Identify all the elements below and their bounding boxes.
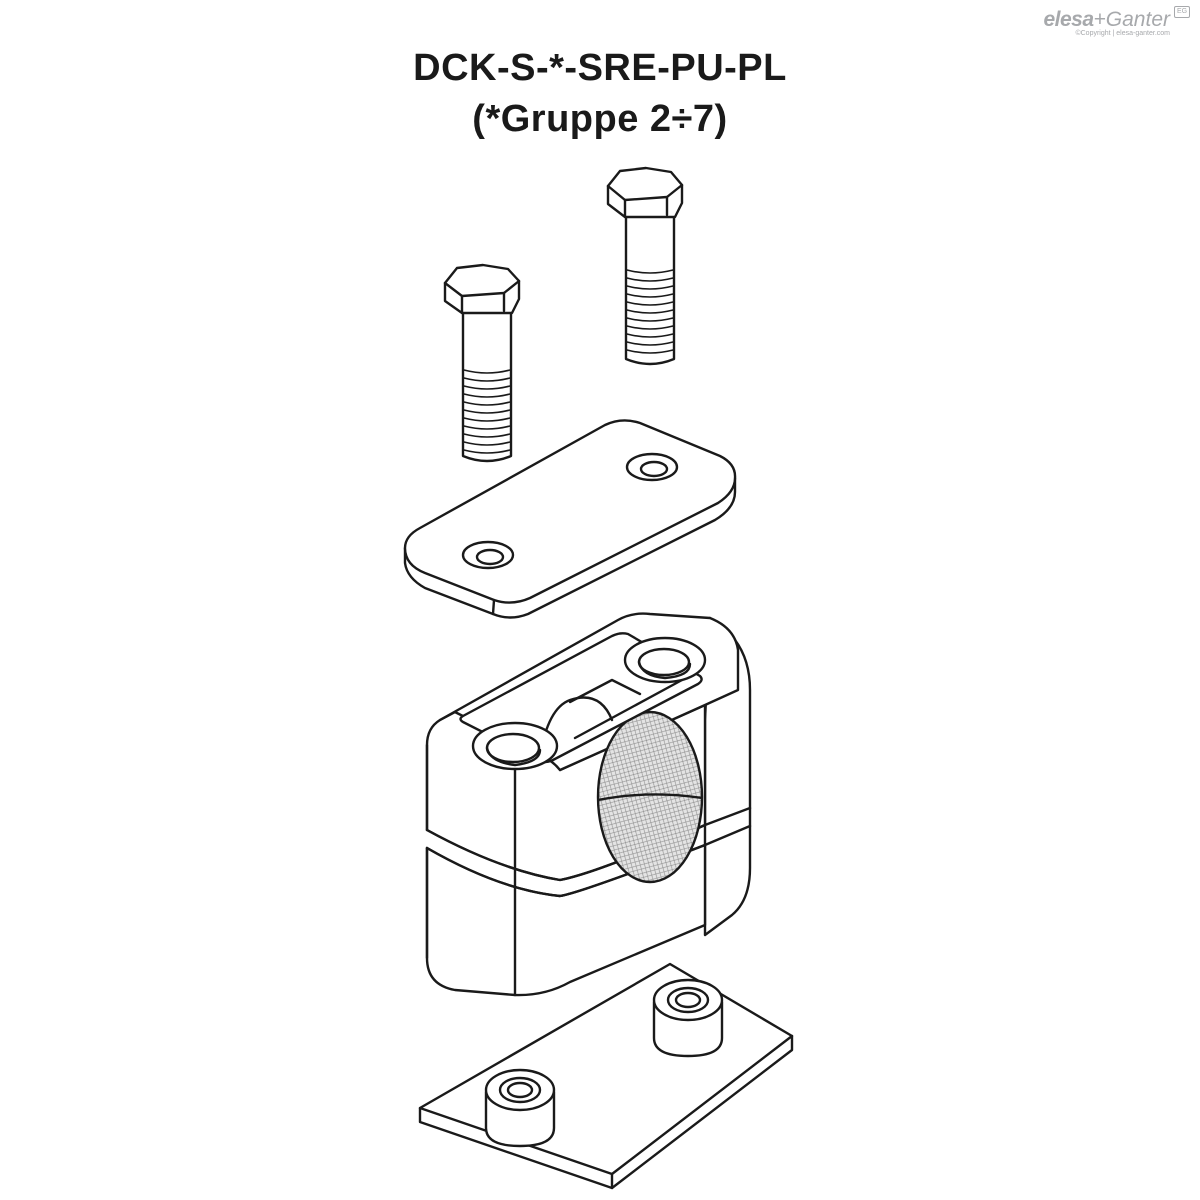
brand-name-part1: elesa <box>1043 8 1094 31</box>
bolt-right-shank <box>624 210 676 366</box>
brand-badge: EG <box>1174 6 1190 18</box>
weld-plate-top-face <box>418 962 794 1176</box>
cover-plate <box>403 419 737 619</box>
cover-plate-hole-left <box>461 540 515 570</box>
brand-logo: elesa+Ganter ©Copyright | elesa-ganter.c… <box>1043 6 1190 37</box>
bolt-left-head-top <box>443 263 521 298</box>
bolt-right-thread <box>626 269 674 354</box>
bolt-left-thread <box>463 369 511 454</box>
cover-plate-top-face <box>403 419 737 604</box>
drawing-subtitle: (*Gruppe 2÷7) <box>472 98 728 140</box>
hex-bolt-right <box>606 166 684 366</box>
drawing-title: DCK-S-*-SRE-PU-PL <box>413 47 787 89</box>
brand-copyright: ©Copyright | elesa-ganter.com <box>1075 30 1170 37</box>
bolt-right-head-top <box>606 166 684 202</box>
bolt-left-shank <box>461 306 513 463</box>
brand-name-part2: +Ganter <box>1093 8 1170 31</box>
clamp-bolt-hole-right <box>623 636 707 684</box>
clamp-body <box>425 612 752 997</box>
cover-plate-hole-right <box>625 452 679 482</box>
weld-plate-boss-right <box>652 978 724 1058</box>
weld-plate <box>418 962 794 1190</box>
clamp-bore <box>596 710 704 884</box>
hex-bolt-left <box>443 263 521 463</box>
brand-name: elesa+Ganter <box>1043 8 1170 32</box>
weld-plate-boss-left <box>484 1068 556 1148</box>
clamp-bolt-hole-left <box>471 721 559 771</box>
